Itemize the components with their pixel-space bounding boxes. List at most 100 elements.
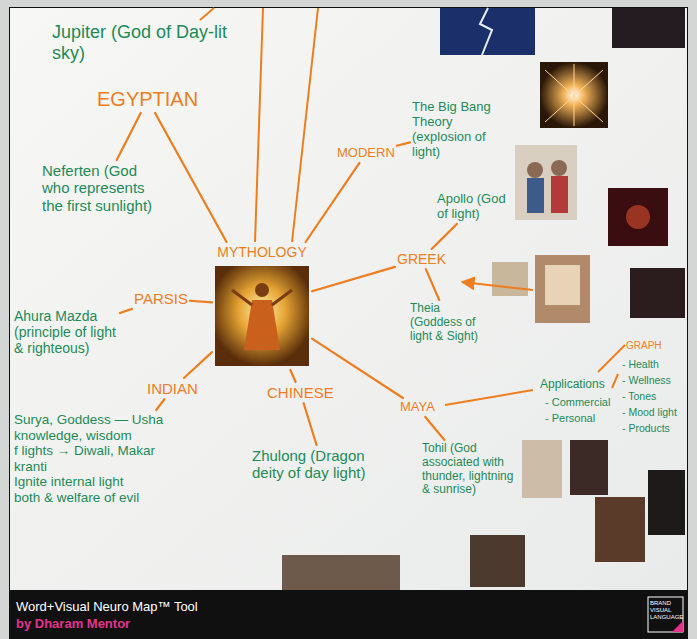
caption-author: by Dharam Mentor [16,617,130,632]
node-text: Surya, Goddess — Usha [14,412,225,428]
photo-figure [527,162,543,178]
mind-map-node: EGYPTIAN [95,86,200,113]
free-label: - Tones [622,390,656,402]
mind-map-node: CHINESE [265,382,336,403]
branch-connector [155,113,226,242]
branch-connector [306,163,360,242]
lightning-bolt [480,8,492,55]
branch-connector [156,399,164,410]
free-label: - Personal [545,412,595,425]
free-label: - Mood light [622,406,677,418]
photo-figure [551,176,568,213]
node-text: INDIAN [147,380,198,397]
branch-line [445,390,533,405]
photo-prints [282,8,685,590]
node-text: CHINESE [267,384,334,401]
branch-connector [290,370,295,382]
node-text: MAYA [400,400,435,415]
free-label: BRAND VISUAL LANGUAGE [650,600,682,621]
free-label: - Health [622,358,659,370]
node-text: Zhulong (Dragon deity of day light) [252,447,393,482]
mind-map-node: Neferten (God who represents the first s… [40,160,165,216]
flare-photo [540,62,608,128]
mind-map-node: Apollo (God of light) [435,190,513,224]
node-text: Ahura Mazda (principle of light & righte… [14,308,118,356]
photo-print [570,440,608,495]
node-text: GREEK [397,251,446,267]
free-label: - Commercial [545,396,610,409]
node-text: Neferten (God who represents the first s… [42,162,163,214]
branch-line [200,8,214,20]
node-text: Ignite internal light [14,474,225,490]
mythology-illustration [215,266,309,366]
mind-map-node: PARSIS [132,288,190,309]
branch-connector [397,142,410,145]
free-label: - Products [622,422,670,434]
branch-connector [120,309,132,313]
mind-map-node: Theia (Goddess of light & Sight) [408,300,490,345]
node-text: kranti [14,459,225,475]
photo-print [535,255,590,323]
node-text: both & welfare of evil [14,490,225,506]
small-photo [492,262,528,296]
photo-print [648,470,685,535]
logo-corner [672,621,683,632]
goddess-arms [232,290,292,305]
photo-figure [527,178,544,213]
node-text: Theia (Goddess of light & Sight) [410,302,488,343]
photo-figure [551,160,567,176]
node-text: The Big Bang Theory (explosion of light) [412,100,508,160]
flare-rays [545,64,603,126]
free-label: Applications [540,378,605,392]
branch-connector [190,301,212,303]
branch-connector [184,352,212,378]
mind-map-node: Surya, Goddess — Ushaknowledge, wisdomf … [12,410,227,507]
mind-map-node: MAYA [398,398,437,417]
leader-lines [200,8,625,405]
mind-map-node: Tohil (God associated with thunder, ligh… [420,440,518,499]
mind-map-node: INDIAN [145,378,200,399]
branch-line [255,8,263,242]
free-label: - Wellness [622,374,671,386]
branch-connector [426,269,439,300]
logo-box [648,597,683,632]
branch-line [612,374,618,388]
photo-arrow [462,282,533,290]
goddess-picture [215,266,309,366]
lightning-photo [440,8,535,55]
photo-light [626,205,650,229]
mind-map-node: Zhulong (Dragon deity of day light) [250,445,395,484]
branch-connector [312,267,395,291]
node-text: knowledge, wisdom [14,428,225,444]
mind-map-node: Jupiter (God of Day-lit sky) [50,20,250,65]
branch-connector [304,403,317,445]
dark-photo [612,8,685,48]
photo-print [282,555,400,590]
branch-connector [425,417,444,440]
photo-print [595,497,645,562]
mind-map-node: GREEK [395,249,448,269]
mind-map-node: The Big Bang Theory (explosion of light) [410,98,510,162]
caption-title: Word+Visual Neuro Map™ Tool [16,600,198,615]
branch-connector [432,224,457,249]
node-text: EGYPTIAN [97,88,198,111]
photo-print [522,440,562,498]
mind-map-node: Ahura Mazda (principle of light & righte… [12,306,120,358]
goddess-head [255,283,269,297]
branch-line [292,8,318,242]
dark-photo [608,188,668,246]
node-text: PARSIS [134,290,188,307]
node-text: Jupiter (God of Day-lit sky) [52,22,248,63]
node-text: Tohil (God associated with thunder, ligh… [422,442,516,497]
photo-detail [545,265,580,305]
branch-connector [117,113,141,160]
mind-map-node: MODERN [335,144,397,163]
mind-map-node: MYTHOLOGY [212,242,312,370]
dark-photo [630,268,685,318]
whiteboard [10,8,687,590]
branch-line [598,345,625,372]
node-text: MYTHOLOGY [214,244,310,260]
photo-print [470,535,525,587]
node-text: f lights → Diwali, Makar [14,443,225,459]
goddess-robe [244,300,280,350]
